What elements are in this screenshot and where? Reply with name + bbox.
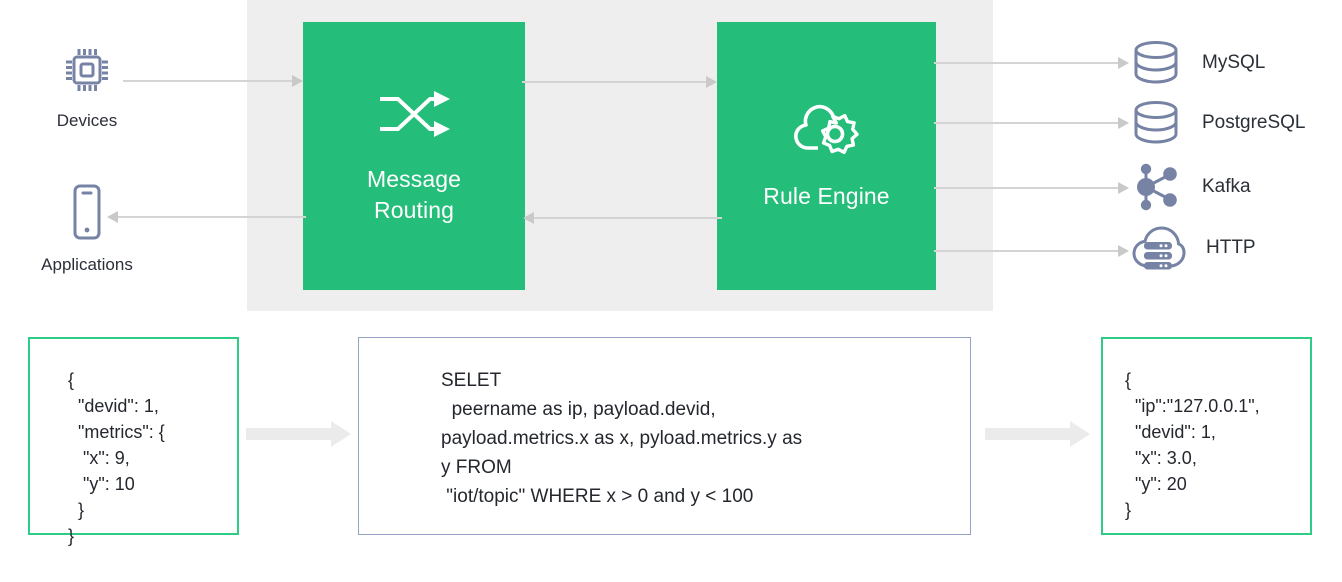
arrowhead-rule-to-kafka [1118, 182, 1129, 194]
connector-rule-to-http [934, 250, 1121, 252]
node-graph-icon [1130, 162, 1182, 212]
database-cylinder-icon [1130, 100, 1182, 146]
rule-sql-text: SELET peername as ip, payload.devid, pay… [441, 370, 803, 507]
output-payload-text: { "ip":"127.0.0.1", "devid": 1, "x": 3.0… [1125, 370, 1260, 520]
arrow-shaft [246, 428, 331, 440]
connector-rule-to-kafka [934, 187, 1121, 189]
source-applications-label: Applications [41, 255, 133, 274]
sink-postgresql-label: PostgreSQL [1202, 112, 1306, 133]
connector-routing-to-rule [522, 81, 712, 83]
arrow-head [331, 421, 351, 447]
process-label-line1: Rule Engine [763, 182, 890, 209]
process-rule-engine[interactable]: Rule Engine [717, 22, 936, 290]
cpu-chip-icon [59, 42, 115, 98]
arrow-rule-sql-to-output [985, 421, 1090, 447]
output-payload-panel[interactable]: { "ip":"127.0.0.1", "devid": 1, "x": 3.0… [1101, 337, 1312, 535]
source-devices[interactable]: Devices [22, 42, 152, 131]
process-label-line2: Routing [374, 197, 454, 223]
process-message-routing-label: Message Routing [367, 164, 461, 226]
input-payload-panel[interactable]: { "devid": 1, "metrics": { "x": 9, "y": … [28, 337, 239, 546]
arrowhead-rule-to-http [1118, 245, 1129, 257]
arrow-head [1070, 421, 1090, 447]
shuffle-arrows-icon [376, 86, 452, 142]
rule-sql-panel[interactable]: SELET peername as ip, payload.devid, pay… [358, 337, 971, 535]
process-label-line1: Message [366, 166, 462, 192]
sink-postgresql[interactable]: PostgreSQL [1130, 100, 1306, 146]
arrowhead-routing-to-applications [107, 211, 118, 223]
sink-mysql[interactable]: MySQL [1130, 40, 1265, 86]
sink-kafka[interactable]: Kafka [1130, 162, 1251, 212]
sink-http-label: HTTP [1206, 237, 1256, 258]
arrowhead-rule-to-mysql [1118, 57, 1129, 69]
process-rule-engine-label: Rule Engine [763, 181, 889, 212]
source-applications[interactable]: Applications [22, 182, 152, 275]
process-message-routing[interactable]: Message Routing [303, 22, 525, 290]
arrowhead-rule-to-routing [523, 212, 534, 224]
mobile-phone-icon [63, 182, 111, 242]
cloud-gear-icon [791, 101, 863, 159]
connector-devices-to-routing [123, 80, 293, 82]
source-devices-label: Devices [56, 111, 118, 130]
sink-http[interactable]: HTTP [1130, 224, 1256, 272]
database-cylinder-icon [1130, 40, 1182, 86]
arrowhead-devices-to-routing [292, 75, 303, 87]
arrowhead-rule-to-postgresql [1118, 117, 1129, 129]
arrow-input-to-rule-sql [246, 421, 351, 447]
connector-rule-to-mysql [934, 62, 1121, 64]
cloud-server-icon [1130, 224, 1186, 272]
arrow-shaft [985, 428, 1070, 440]
connector-rule-to-postgresql [934, 122, 1121, 124]
sink-mysql-label: MySQL [1202, 52, 1266, 73]
arrowhead-routing-to-rule [706, 76, 717, 88]
connector-routing-to-applications [118, 216, 306, 218]
connector-rule-to-routing [534, 217, 722, 219]
sink-kafka-label: Kafka [1202, 176, 1251, 197]
input-payload-text: { "devid": 1, "metrics": { "x": 9, "y": … [68, 370, 165, 546]
